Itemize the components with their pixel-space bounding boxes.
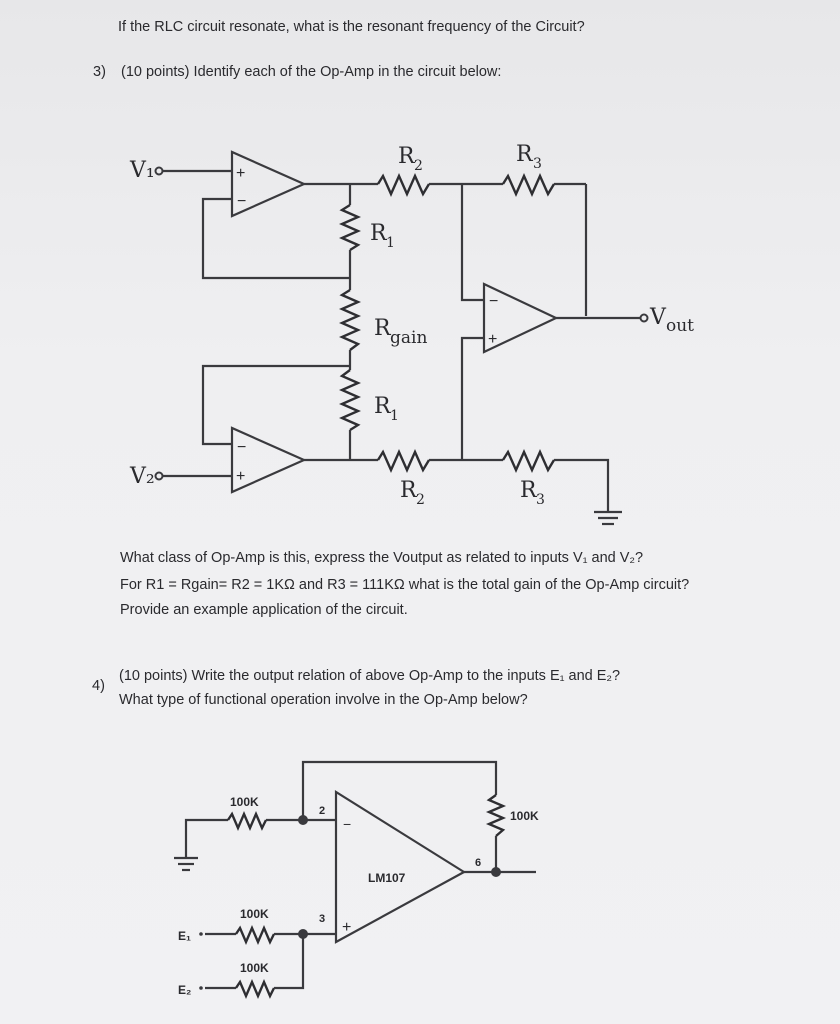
node-minus [298, 815, 308, 825]
r3-bottom-resistor [501, 449, 556, 473]
opamp-3-plus: + [488, 331, 497, 348]
question-4-number: 4) [92, 678, 105, 694]
r3-top-resistor [501, 173, 556, 197]
v1-label: V₁ [129, 158, 155, 183]
vout-sub: out [666, 316, 694, 336]
e1-label: E₁ [178, 929, 191, 943]
question-3-title: (10 points) Identify each of the Op-Amp … [121, 64, 502, 80]
r1-bottom-label: R [374, 394, 392, 419]
v1-terminal [154, 166, 164, 176]
question-3-line-2: For R1 = Rgain= R2 = 1KΩ and R3 = 111KΩ … [120, 577, 690, 593]
r3-top-sub: 3 [533, 156, 542, 172]
rgain-resistor [339, 288, 361, 351]
r2-bottom-resistor [376, 449, 431, 473]
opamp-1-plus: + [236, 165, 245, 182]
feedback-resistor [485, 794, 507, 837]
vout-terminal [639, 313, 649, 323]
opamp-3 [482, 282, 559, 354]
input-resistor-minus [227, 810, 268, 832]
pin-6-label: 6 [475, 857, 481, 869]
instrumentation-amp-circuit: V₁ + − R 2 R 3 R 1 R [129, 142, 694, 526]
r2-top-label: R [398, 144, 416, 169]
top-question: If the RLC circuit resonate, what is the… [118, 19, 585, 35]
r1-top-resistor [339, 203, 361, 252]
e1-terminal [199, 932, 203, 936]
pin-3-label: 3 [319, 913, 325, 925]
lm107-chip-label: LM107 [368, 871, 406, 885]
r3-bottom-label: R [520, 478, 538, 503]
input-resistor-e2-label: 100K [240, 961, 269, 975]
input-resistor-e1-label: 100K [240, 907, 269, 921]
lm107-circuit: 100K 100K − + LM107 2 3 6 E₁ 100K [174, 760, 539, 1000]
r1-bottom-sub: 1 [390, 408, 399, 424]
rgain-sub: gain [390, 328, 427, 348]
r2-top-sub: 2 [414, 158, 423, 174]
opamp-2-plus: + [236, 468, 245, 485]
pin-2-label: 2 [319, 805, 325, 817]
r1-top-sub: 1 [386, 235, 395, 251]
r2-bottom-sub: 2 [416, 492, 425, 508]
opamp-1 [230, 150, 307, 218]
v2-label: V₂ [129, 464, 155, 489]
ground-icon-2 [174, 856, 198, 872]
opamp-1-minus: − [237, 193, 246, 210]
node-output [491, 867, 501, 877]
vout-label: V [649, 305, 667, 330]
lm107-opamp [334, 790, 467, 944]
e2-terminal [199, 986, 203, 990]
rgain-label: R [374, 316, 392, 341]
question-4-line-1: (10 points) Write the output relation of… [119, 668, 621, 684]
question-3-line-3: Provide an example application of the ci… [120, 602, 408, 618]
r3-top-label: R [516, 142, 534, 167]
question-3-line-1: What class of Op-Amp is this, express th… [120, 550, 644, 566]
question-4-line-2: What type of functional operation involv… [119, 692, 528, 708]
lm107-minus: − [343, 816, 351, 832]
e2-label: E₂ [178, 983, 191, 997]
r2-bottom-label: R [400, 478, 418, 503]
question-3-number: 3) [93, 64, 106, 80]
ground-icon [594, 510, 622, 526]
input-resistor-e1 [235, 924, 276, 946]
r2-top-resistor [376, 173, 431, 197]
opamp-2-minus: − [237, 439, 246, 456]
lm107-plus: + [342, 919, 351, 936]
feedback-resistor-label: 100K [510, 809, 539, 823]
input-resistor-e2 [235, 978, 276, 1000]
opamp-3-minus: − [489, 293, 498, 310]
input-resistor-minus-label: 100K [230, 795, 259, 809]
r3-bottom-sub: 3 [536, 492, 545, 508]
r1-bottom-resistor [339, 369, 361, 432]
r1-top-label: R [370, 221, 388, 246]
v2-terminal [154, 471, 164, 481]
opamp-2 [230, 426, 307, 494]
